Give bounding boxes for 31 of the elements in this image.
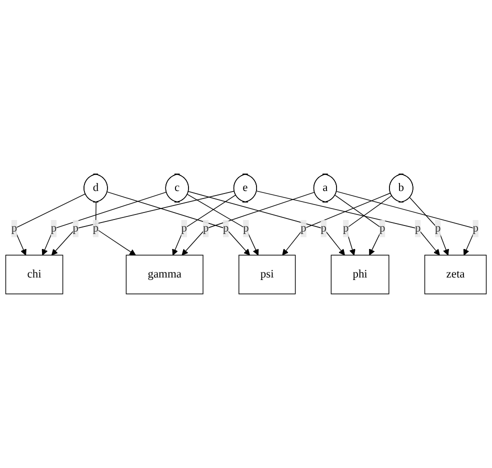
arrow [107,192,250,256]
edge-label: p [50,222,57,234]
arrow [172,194,236,256]
node-box: psi [238,254,296,294]
arrow [188,191,345,256]
arrow [409,197,449,256]
arrow [187,194,259,256]
arrow [95,202,136,256]
arrow [182,192,315,256]
edge-label: p [414,222,421,234]
edge-label: p [300,222,306,234]
edge-label: p [181,222,187,234]
node-box: chi [5,254,64,294]
edge-label: p [243,222,249,234]
edge-label: p [343,222,349,234]
node-box: phi [330,254,390,294]
edge-label: p [379,222,386,234]
edge-label: p [435,222,441,234]
arrow [256,190,440,256]
edge-label: p [11,222,18,234]
edge-label: p [223,222,229,234]
edge-label: p [320,222,326,234]
arrow [282,192,391,256]
arrow [51,190,235,256]
edge-label: p [202,222,209,234]
edge-label: p [92,222,99,234]
edge-label: p [72,222,78,234]
arrow [42,192,167,256]
edge-label: p [472,222,478,234]
node-box: zeta [424,254,487,294]
node-box: gamma [126,254,204,294]
